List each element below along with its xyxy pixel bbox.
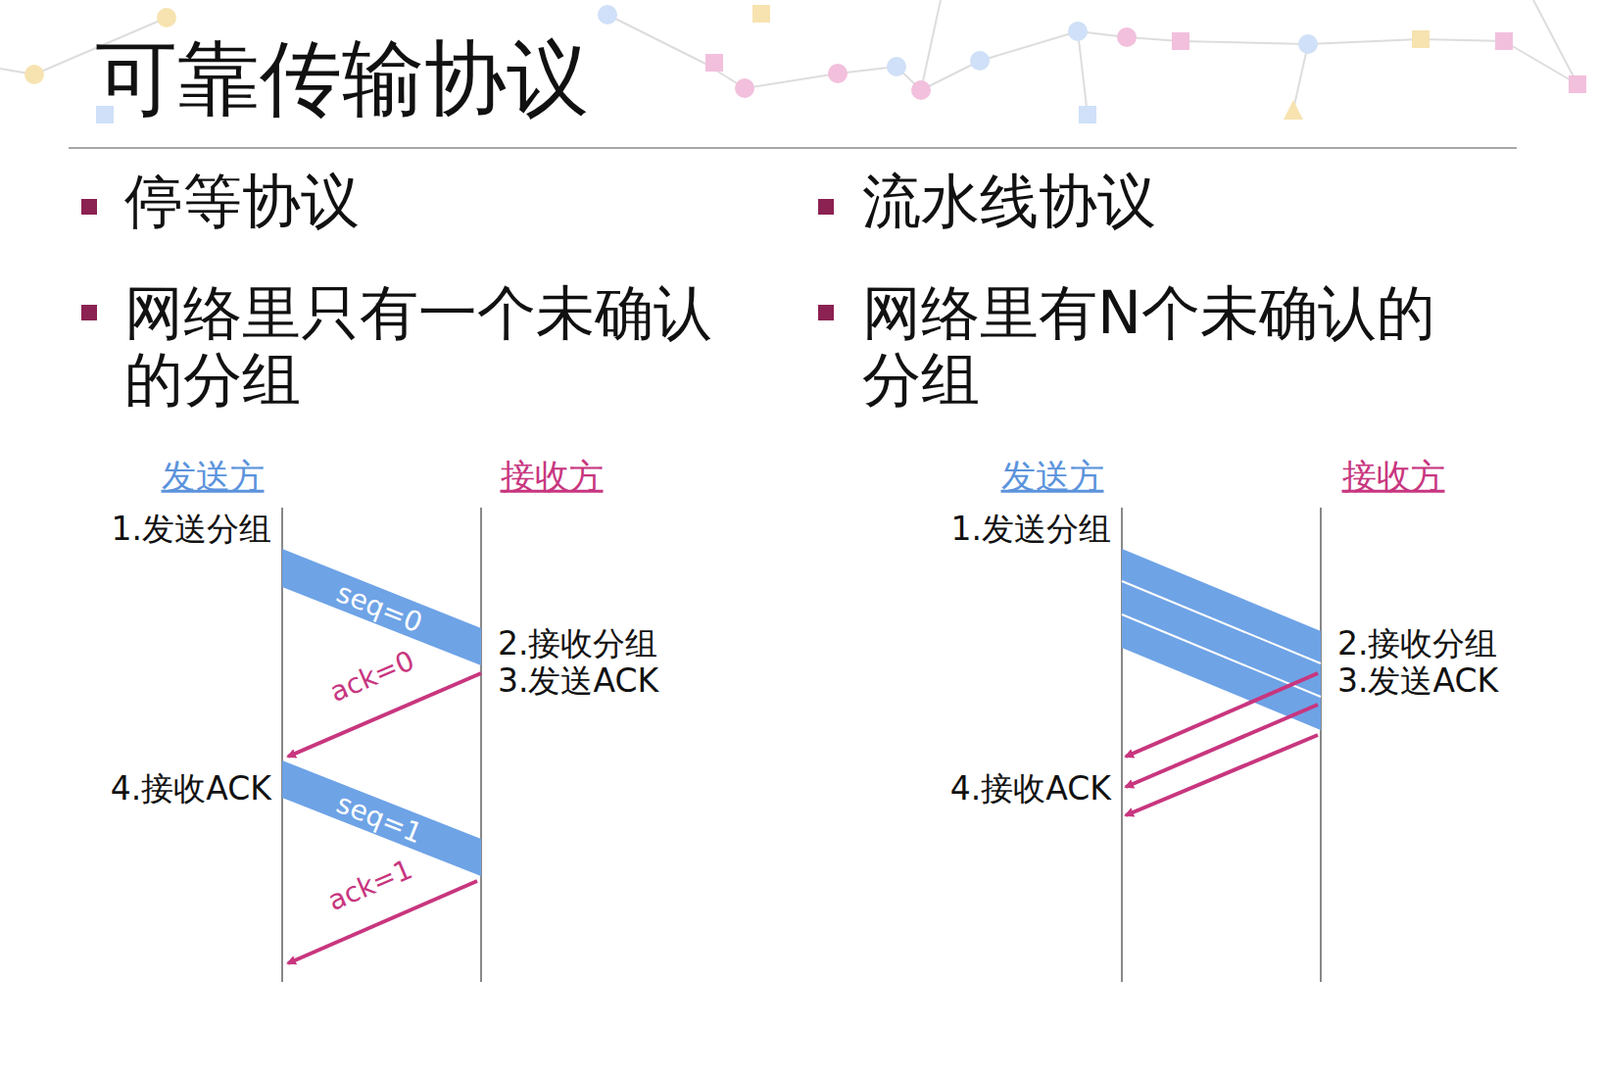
ack-label: ack=0 bbox=[326, 645, 420, 709]
bullet-square bbox=[81, 304, 97, 321]
network-nodes bbox=[24, 4, 1587, 124]
role-heading: 发送方 bbox=[1001, 457, 1105, 496]
packet-bands bbox=[282, 548, 1321, 876]
bullet-text: 网络里有N个未确认的分组 bbox=[862, 279, 1462, 413]
seq-label: seq=0 bbox=[332, 578, 427, 639]
bullet-text: 流水线协议 bbox=[862, 168, 1157, 234]
step-label: 1.发送分组 bbox=[951, 511, 1113, 547]
step-label: 4.接收ACK bbox=[110, 771, 272, 807]
seq-label: seq=1 bbox=[332, 788, 427, 850]
step-label: 4.接收ACK bbox=[950, 771, 1112, 807]
title-rule bbox=[68, 146, 1517, 149]
bullet-square bbox=[818, 198, 834, 215]
bullet-text: 停等协议 bbox=[124, 168, 360, 234]
bullet-text: 网络里只有一个未确认的分组 bbox=[124, 279, 748, 413]
role-heading: 接收方 bbox=[1342, 457, 1446, 496]
band-dividers bbox=[1121, 581, 1321, 697]
step-label: 3.发送ACK bbox=[1337, 663, 1499, 699]
step-label: 2.接收分组 bbox=[497, 626, 659, 662]
slide-title: 可靠传输协议 bbox=[95, 33, 589, 124]
role-heading: 接收方 bbox=[500, 457, 604, 496]
bullet-square bbox=[81, 198, 97, 215]
step-label: 2.接收分组 bbox=[1337, 626, 1499, 662]
step-label: 1.发送分组 bbox=[111, 511, 273, 547]
role-heading: 发送方 bbox=[161, 457, 265, 496]
step-label: 3.发送ACK bbox=[497, 663, 659, 699]
ack-arrows bbox=[288, 673, 1318, 964]
ack-label: ack=1 bbox=[324, 854, 418, 918]
lifelines bbox=[282, 507, 1321, 982]
bullet-square bbox=[818, 304, 834, 321]
